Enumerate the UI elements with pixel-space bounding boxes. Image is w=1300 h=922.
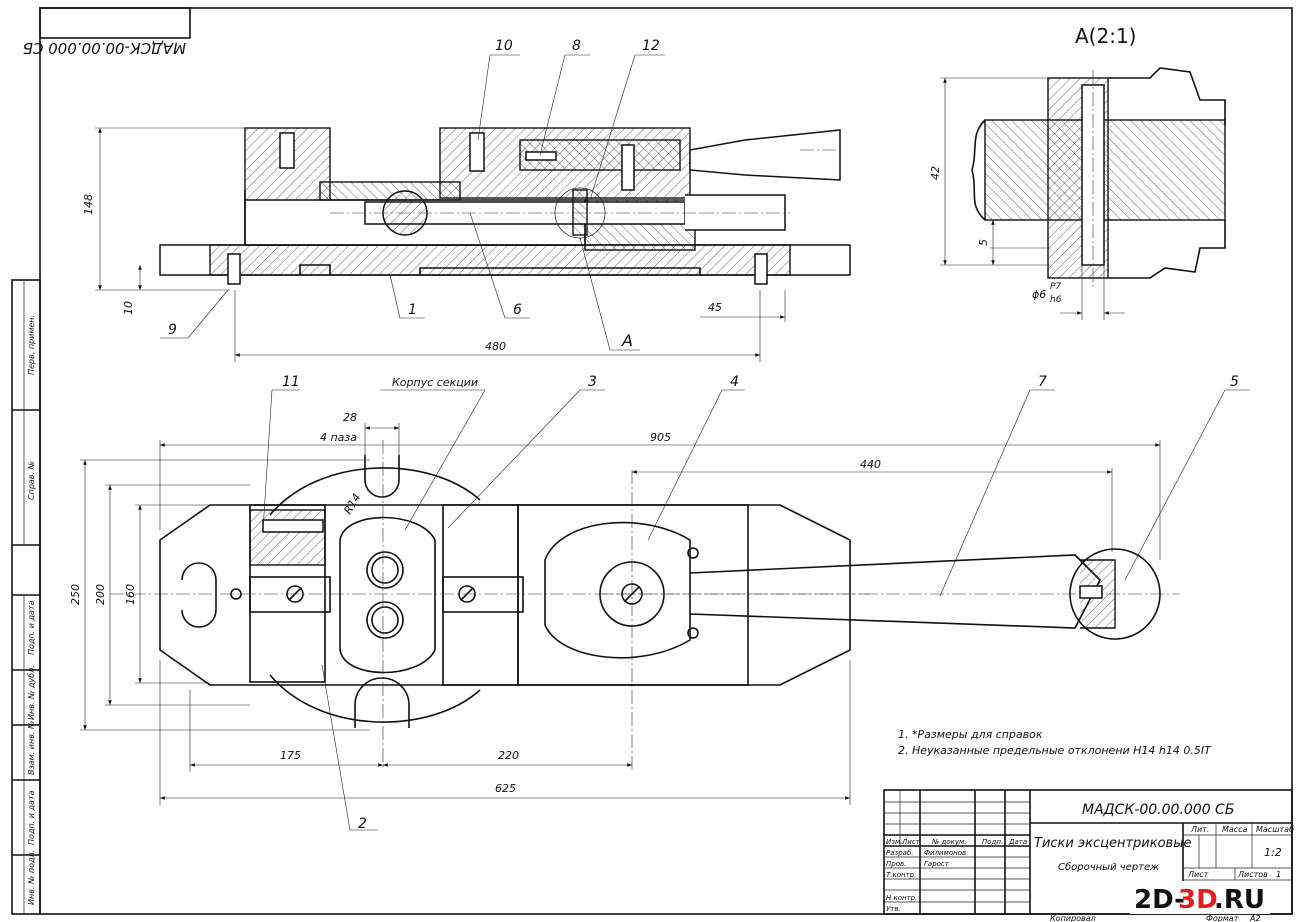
dim-fit-dia: ϕ6: [1032, 288, 1046, 301]
side-label-podl: Инв. № подл.: [27, 850, 36, 905]
title-razrab-name: Филимонов: [924, 849, 966, 857]
title-data: Дата: [1008, 838, 1027, 846]
callout-4: 4: [730, 374, 739, 390]
side-label-vzam: Взам. инв. №: [27, 721, 36, 775]
plan-view: [80, 423, 1180, 805]
side-label-perv: Перв. примен.: [27, 315, 36, 375]
dim-220: 220: [498, 749, 519, 762]
dim-175: 175: [280, 749, 301, 762]
callout-9: 9: [168, 322, 177, 338]
title-scale: 1:2: [1264, 846, 1282, 859]
watermark-logo: 2D- 3D .RU: [1130, 881, 1270, 915]
watermark-part1: 2D-: [1134, 885, 1185, 915]
title-copied: Копировал: [1050, 914, 1096, 922]
callout-10: 10: [495, 38, 513, 54]
callout-7: 7: [1038, 374, 1047, 390]
side-labels: Перв. примен. Справ. № Подп. и дата Инв.…: [27, 315, 36, 905]
callout-11: 11: [282, 374, 300, 390]
watermark-part3: .RU: [1214, 885, 1265, 915]
title-ndoc: № докум.: [931, 838, 967, 846]
title-list: Лист: [901, 838, 921, 846]
title-prov-name: Гарост: [924, 860, 950, 868]
side-label-podp2: Подп. и дата: [27, 790, 36, 845]
dim-250: 250: [69, 584, 82, 605]
side-label-dubl: Инв. № дубл.: [27, 665, 36, 720]
dim-148: 148: [82, 194, 95, 215]
title-nkontr: Н.контр.: [886, 894, 917, 902]
title-sheet: Лист: [1187, 870, 1209, 879]
title-block: [883, 789, 1293, 915]
section-note: Корпус секции: [392, 376, 478, 389]
title-prov: Пров.: [886, 860, 906, 868]
callout-A: A: [621, 331, 633, 350]
dim-480: 480: [485, 340, 506, 353]
title-col-lit: Лит.: [1190, 825, 1209, 834]
dim-5: 5: [977, 239, 990, 246]
top-stamp-text: МАДСК-00.00.000 СБ: [23, 39, 186, 57]
title-razrab: Разраб.: [886, 849, 914, 857]
dim-45: 45: [708, 301, 722, 314]
title-sheets: Листов: [1237, 870, 1268, 879]
title-doctype: Сборочный чертеж: [1058, 861, 1159, 873]
title-format-label: Формат: [1206, 914, 1239, 922]
section-label: A(2:1): [1075, 24, 1136, 48]
note-2: 2. Неуказанные предельные отклонени H14 …: [898, 744, 1212, 757]
dim-fit-bottom: h6: [1050, 295, 1062, 305]
watermark-part2: 3D: [1178, 885, 1218, 915]
title-utv: Утв.: [886, 905, 901, 913]
side-label-podp1: Подп. и дата: [27, 600, 36, 655]
detail-a-view: [940, 67, 1226, 320]
sheet-frame: [11, 7, 1293, 915]
dim-10: 10: [122, 301, 135, 315]
front-section-view: [95, 127, 851, 362]
dim-200: 200: [94, 584, 107, 605]
title-izm: Изм.: [886, 838, 902, 846]
dim-28: 28: [343, 411, 357, 424]
front-callouts: [160, 54, 665, 351]
dim-fit-top: P7: [1050, 282, 1061, 292]
dim-r14: R14: [341, 491, 363, 516]
callout-6: 6: [513, 302, 522, 318]
callout-2: 2: [358, 816, 367, 832]
callout-12: 12: [642, 38, 660, 54]
title-col-scale: Масштаб: [1256, 825, 1294, 834]
callout-5: 5: [1230, 374, 1239, 390]
dim-42: 42: [929, 166, 942, 180]
top-stamp: МАДСК-00.00.000 СБ: [23, 7, 191, 57]
side-label-sprav: Справ. №: [27, 461, 36, 500]
dim-160: 160: [124, 584, 137, 605]
title-designation: МАДСК-00.00.000 СБ: [1082, 802, 1234, 818]
plan-callouts: [262, 389, 1250, 831]
title-sheets-count: 1: [1276, 870, 1281, 879]
title-name: Тиски эксцентриковые: [1034, 836, 1191, 851]
title-col-mass: Масса: [1222, 825, 1248, 834]
dim-625: 625: [495, 782, 516, 795]
note-1: 1. *Размеры для справок: [898, 728, 1043, 741]
title-tkontr: Т.контр.: [886, 871, 916, 879]
title-podp: Подп.: [982, 838, 1003, 846]
callout-1: 1: [408, 302, 417, 318]
dim-slots: 4 паза: [320, 431, 357, 444]
title-format: A2: [1249, 914, 1261, 922]
callout-3: 3: [588, 374, 597, 390]
dim-905: 905: [650, 431, 671, 444]
callout-8: 8: [572, 38, 581, 54]
dim-440: 440: [860, 458, 881, 471]
